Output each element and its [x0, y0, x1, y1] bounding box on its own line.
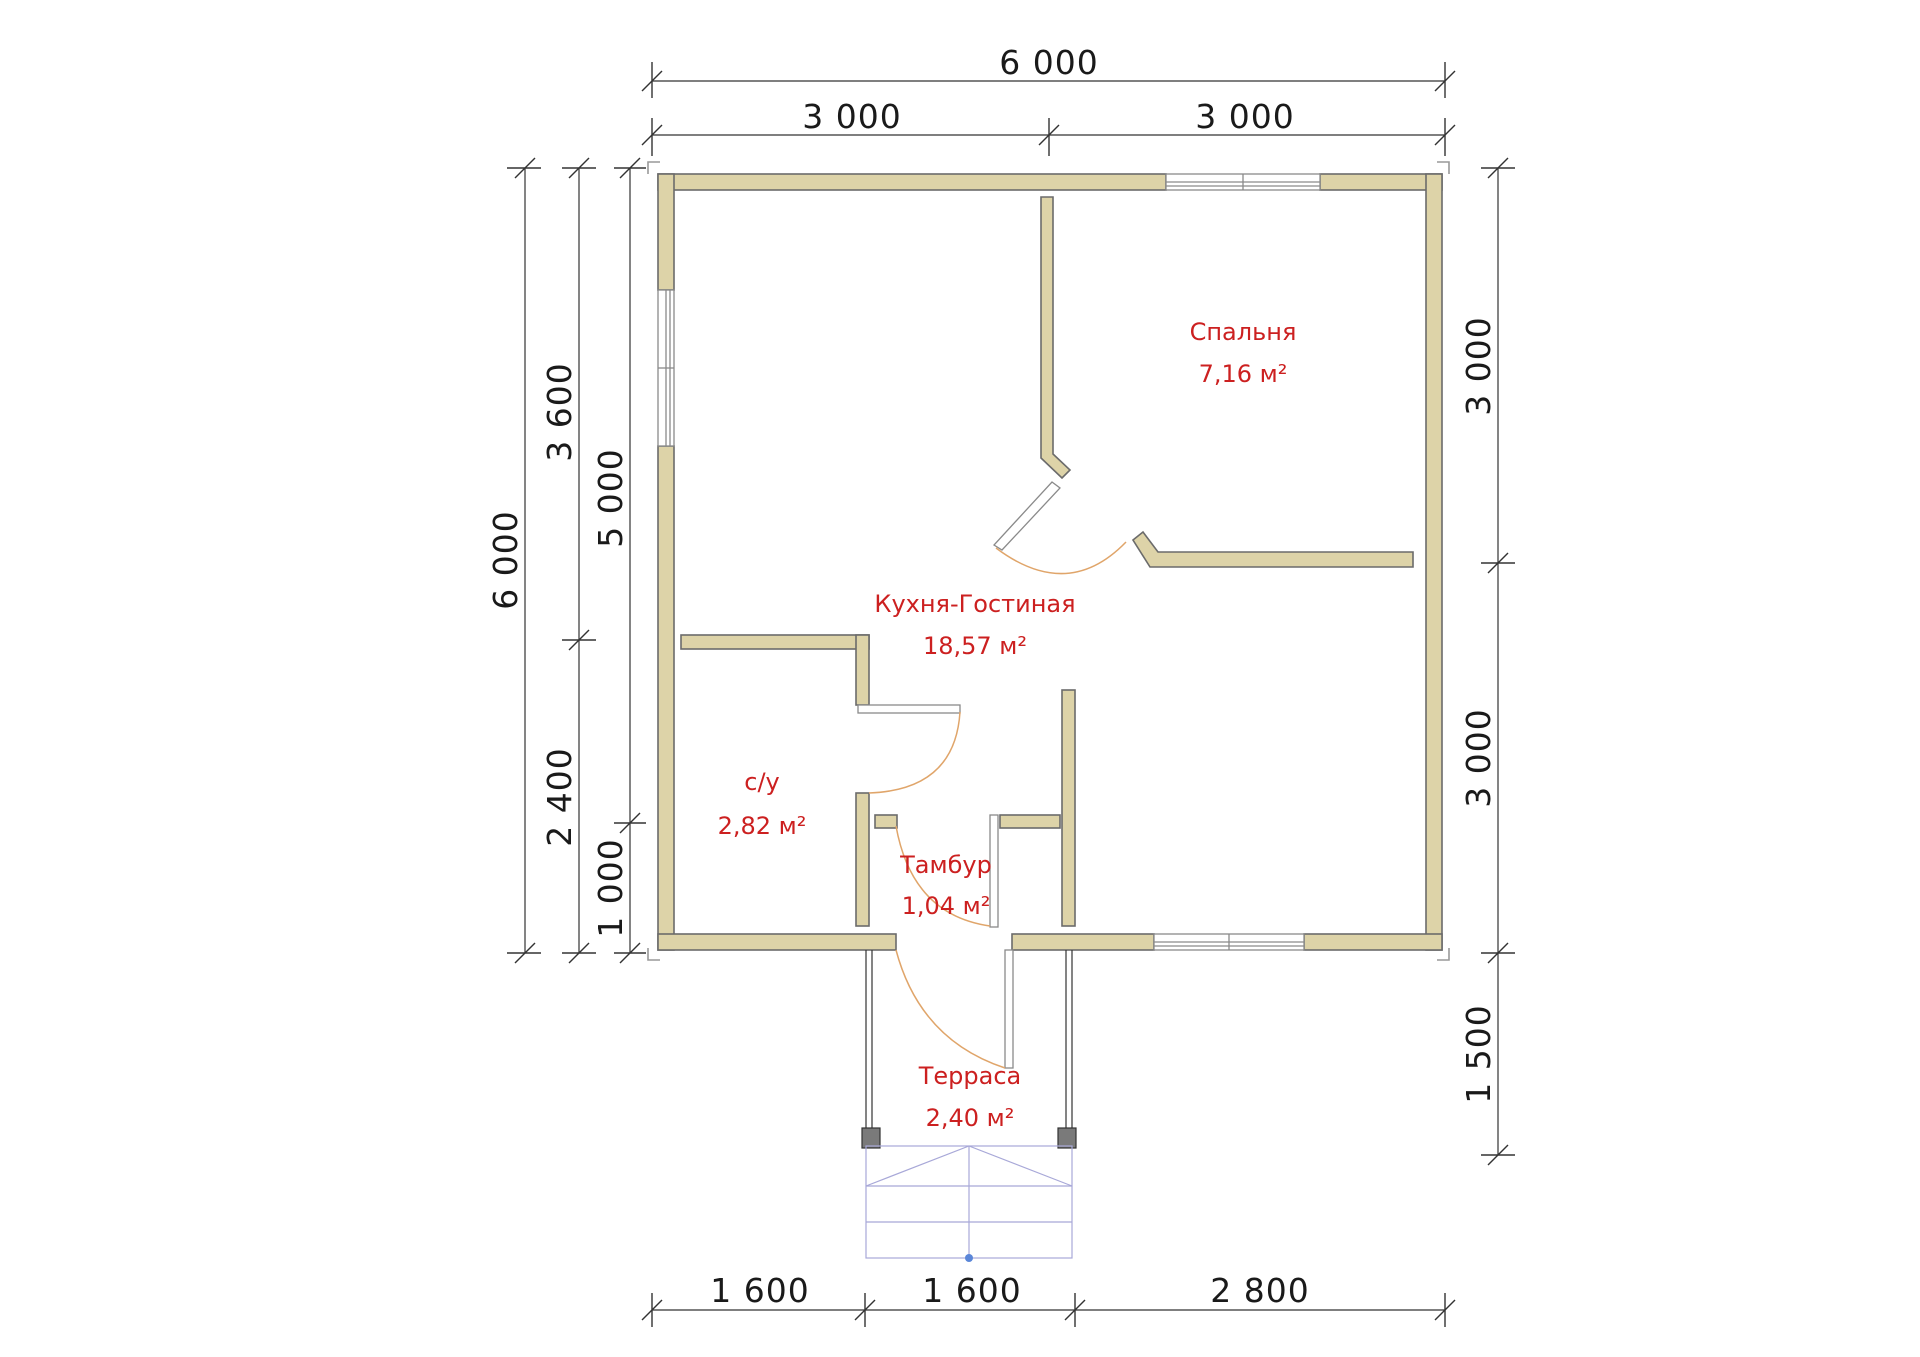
dim-top-total: 6 000: [999, 43, 1098, 82]
dim-top-left: 3 000: [802, 97, 901, 136]
room-labels: Спальня 7,16 м² Кухня-Гостиная 18,57 м² …: [718, 318, 1297, 1132]
stair-start-dot: [965, 1254, 973, 1262]
dim-left-total: 6 000: [486, 510, 525, 609]
dim-left-inner-upper: 5 000: [591, 448, 630, 547]
doors: [857, 481, 1127, 1069]
door-entrance: [1004, 949, 1014, 1069]
terrace-post-right: [1057, 1127, 1077, 1149]
terrace-post-left: [861, 1127, 881, 1149]
dim-right-upper: 3 000: [1459, 316, 1498, 415]
dim-right-terrace: 1 500: [1459, 1004, 1498, 1103]
dim-right-lower: 3 000: [1459, 708, 1498, 807]
room-terrace-area: 2,40 м²: [926, 1104, 1015, 1132]
dim-bottom-mid: 1 600: [922, 1271, 1021, 1310]
dim-left-upper: 3 600: [540, 362, 579, 461]
walls: [657, 173, 1443, 951]
door-bedroom: [992, 481, 1061, 551]
dim-bottom-left: 1 600: [710, 1271, 809, 1310]
corner-markers: [647, 161, 1450, 961]
dim-bottom-right: 2 800: [1210, 1271, 1309, 1310]
room-bathroom-area: 2,82 м²: [718, 812, 807, 840]
room-kitchen-living-area: 18,57 м²: [923, 632, 1027, 660]
terrace: [861, 950, 1077, 1262]
room-terrace-name: Терраса: [918, 1062, 1022, 1090]
dimension-labels: 6 000 3 000 3 000 6 000 3 600 2 400 5 00…: [486, 43, 1498, 1310]
door-bathroom: [857, 704, 961, 714]
dim-top-right: 3 000: [1195, 97, 1294, 136]
windows: [657, 173, 1321, 951]
room-vestibule-name: Тамбур: [899, 851, 992, 879]
dim-left-lower: 2 400: [540, 747, 579, 846]
room-kitchen-living-name: Кухня-Гостиная: [874, 590, 1075, 618]
room-bathroom-name: с/у: [744, 768, 779, 796]
room-bedroom-name: Спальня: [1190, 318, 1297, 346]
room-vestibule-area: 1,04 м²: [902, 892, 991, 920]
door-vestibule: [989, 814, 999, 928]
terrace-stairs: [865, 1145, 1073, 1259]
dimension-lines: [507, 62, 1515, 1327]
room-bedroom-area: 7,16 м²: [1199, 360, 1288, 388]
dim-left-inner-lower: 1 000: [591, 838, 630, 937]
